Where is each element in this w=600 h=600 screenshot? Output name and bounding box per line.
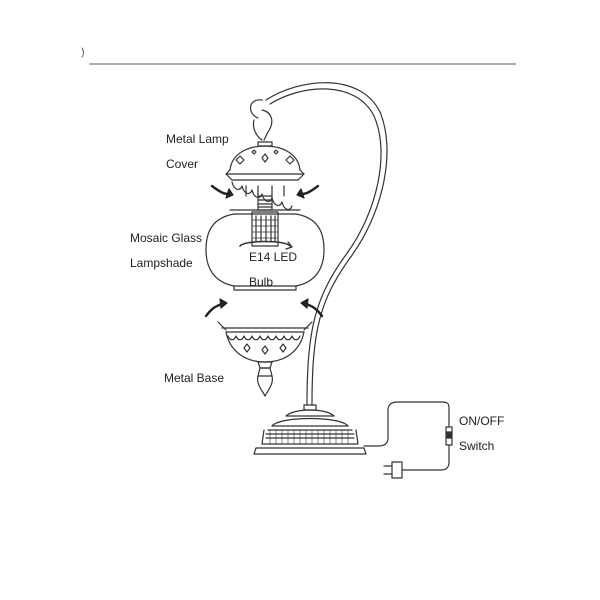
- label-e14-led-bulb-line-1: E14 LED: [249, 250, 298, 264]
- plug-icon: [391, 461, 403, 479]
- assembly-arrows-top: [210, 184, 320, 199]
- mosaic-glass-lampshade: [205, 209, 325, 291]
- label-mosaic-glass-lampshade-line-1: Mosaic Glass: [130, 231, 203, 245]
- label-on-off-switch-line-1: ON/OFF: [459, 414, 505, 428]
- label-metal-base: Metal Base: [164, 370, 224, 386]
- corner-mark: [81, 47, 84, 58]
- label-on-off-switch: ON/OFF Switch: [459, 413, 504, 454]
- label-e14-led-bulb-line-2: Bulb: [249, 275, 274, 289]
- switch-body: [445, 426, 453, 446]
- label-mosaic-glass-lampshade: Mosaic Glass Lampshade: [130, 230, 202, 271]
- metal-lamp-cover: [225, 141, 305, 211]
- lamp-arm: [265, 82, 388, 406]
- label-metal-base-line-1: Metal Base: [164, 371, 225, 385]
- label-metal-lamp-cover-line-2: Cover: [166, 157, 199, 171]
- e14-led-bulb: [239, 195, 293, 250]
- label-e14-led-bulb: E14 LED Bulb: [249, 249, 297, 290]
- label-mosaic-glass-lampshade-line-2: Lampshade: [130, 256, 193, 270]
- label-on-off-switch-line-2: Switch: [459, 439, 495, 453]
- label-metal-lamp-cover-line-1: Metal Lamp: [166, 132, 229, 146]
- label-metal-lamp-cover: Metal Lamp Cover: [166, 131, 229, 172]
- power-cord: [363, 401, 453, 479]
- cover-hook: [250, 99, 273, 141]
- pedestal-base: [253, 404, 367, 455]
- assembly-arrows-bottom: [204, 298, 324, 318]
- metal-base-cup: [217, 321, 313, 397]
